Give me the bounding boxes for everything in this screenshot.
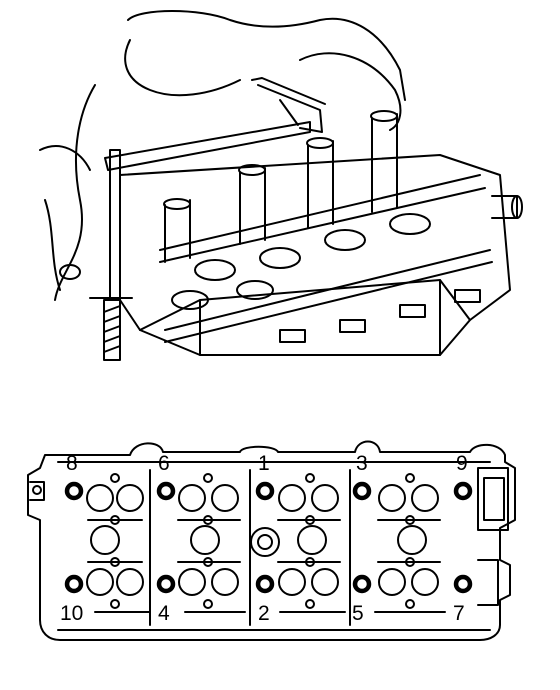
- sequence-number: 8: [66, 452, 78, 475]
- port-group-3: [277, 473, 341, 609]
- sequence-number: 9: [456, 452, 468, 475]
- head-bolt-icon: [89, 297, 133, 361]
- bolt-4: [156, 574, 176, 594]
- bolt-9: [453, 481, 473, 501]
- sequence-number: 7: [453, 602, 465, 625]
- sequence-number: 3: [356, 452, 368, 475]
- port-group-2: [177, 473, 241, 609]
- bolt-1: [255, 481, 275, 501]
- bolt-8: [64, 481, 84, 501]
- sequence-number: 10: [60, 602, 83, 625]
- bolt-10: [64, 574, 84, 594]
- cylinder-head-icon: [39, 10, 523, 356]
- bolt-3: [352, 481, 372, 501]
- sequence-number: 4: [158, 602, 170, 625]
- port-group-4: [377, 473, 441, 609]
- sequence-labels: 8 6 1 3 9 10 4 2 5 7: [60, 452, 468, 625]
- bolt-5: [352, 574, 372, 594]
- sequence-number: 6: [158, 452, 170, 475]
- bolt-2: [255, 574, 275, 594]
- sequence-number: 1: [258, 452, 270, 475]
- sequence-number: 2: [258, 602, 270, 625]
- port-group-1: [86, 473, 144, 609]
- bolt-6: [156, 481, 176, 501]
- bolt-7: [453, 574, 473, 594]
- cylinder-head-plan-view: [27, 440, 516, 641]
- sequence-number: 5: [352, 602, 364, 625]
